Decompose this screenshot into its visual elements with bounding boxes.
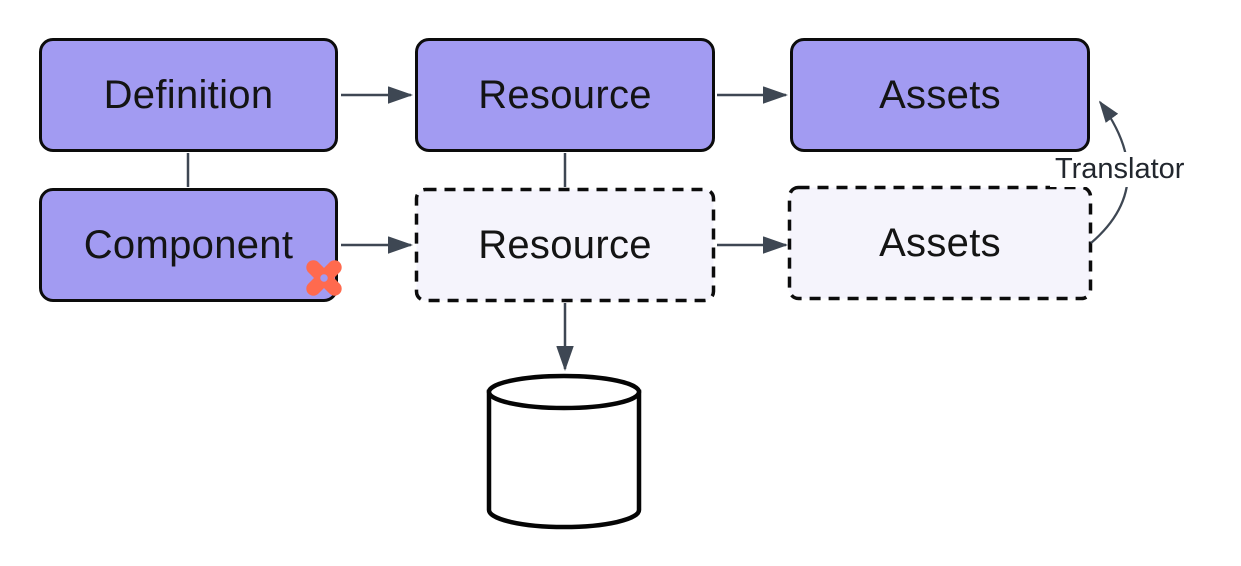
node-assets-ghost: Assets: [788, 186, 1092, 300]
node-assets: Assets: [790, 38, 1090, 152]
node-resource-ghost: Resource: [415, 188, 715, 302]
node-component: Component: [39, 188, 338, 302]
node-assets-label: Assets: [879, 72, 1001, 117]
database-cylinder-icon: [486, 373, 642, 530]
node-resource-label: Resource: [478, 72, 652, 117]
dbt-logo-icon: [306, 260, 342, 296]
node-assets-ghost-label: Assets: [879, 220, 1001, 265]
node-resource-ghost-outline: [414, 187, 716, 303]
node-definition-label: Definition: [103, 72, 274, 117]
node-resource: Resource: [415, 38, 715, 152]
node-definition: Definition: [39, 38, 338, 152]
node-assets-ghost-outline: [787, 185, 1093, 301]
node-resource-ghost-label: Resource: [478, 222, 652, 267]
translator-edge-label: Translator: [1050, 152, 1190, 187]
node-component-label: Component: [83, 222, 294, 267]
